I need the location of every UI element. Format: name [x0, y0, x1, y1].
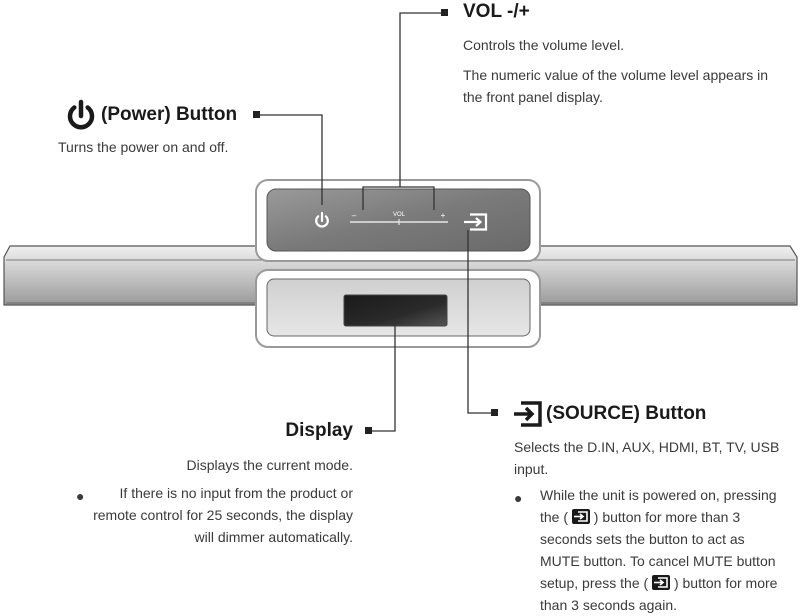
- source-bullet-line-2: the ( ) button for more than 3: [540, 506, 740, 528]
- source-bullet-line-2-a: the (: [540, 509, 569, 525]
- display-bullet-line-1: If there is no input from the product or: [119, 485, 353, 501]
- vol-desc-2a: The numeric value of the volume level ap…: [463, 67, 769, 83]
- source-bullet-dot: ●: [514, 490, 523, 506]
- display-bullet-dot: ●: [76, 488, 85, 504]
- power-desc: Turns the power on and off.: [58, 139, 229, 155]
- source-desc-2: input.: [514, 461, 549, 477]
- panel-source-icon[interactable]: [464, 213, 488, 231]
- source-desc-1: Selects the D.IN, AUX, HDMI, BT, TV, USB: [514, 439, 780, 455]
- panel-plus-label: +: [441, 211, 446, 220]
- vol-desc-2b: the front panel display.: [463, 89, 603, 105]
- source-title-icon: [513, 401, 543, 432]
- display-bullet-line-3: will dimmer automatically.: [194, 529, 353, 545]
- power-title-icon: [64, 99, 98, 138]
- panel-power-icon[interactable]: [315, 211, 329, 228]
- display-desc: Displays the current mode.: [186, 457, 353, 473]
- source-title: (SOURCE) Button: [546, 403, 707, 424]
- leader-lines: [260, 12, 495, 432]
- power-marker: [253, 111, 260, 118]
- source-bullet-line-2-b: ) button for more than 3: [593, 509, 741, 525]
- source-marker: [491, 409, 498, 416]
- source-bullet-line-5-a: setup, press the (: [540, 575, 649, 591]
- panel-volume-slider[interactable]: [350, 219, 448, 225]
- vol-marker: [441, 9, 448, 16]
- source-inline-icon: [571, 509, 590, 524]
- source-bullet-line-5: setup, press the ( ) button for more: [540, 572, 777, 594]
- panel-vol-label: VOL: [393, 212, 406, 218]
- source-bullet-line-1: While the unit is powered on, pressing: [540, 487, 777, 503]
- display-bullet-line-2: remote control for 25 seconds, the displ…: [93, 507, 353, 523]
- source-bullet-line-4: MUTE button. To cancel MUTE button: [540, 553, 776, 569]
- vol-desc-1: Controls the volume level.: [463, 37, 625, 53]
- source-bullet-line-5-b: ) button for more: [673, 575, 778, 591]
- source-bullet-line-6: than 3 seconds again.: [540, 597, 677, 613]
- panel-minus-label: –: [352, 211, 357, 220]
- display-marker: [365, 427, 372, 434]
- display-title: Display: [285, 420, 353, 441]
- source-bullet-line-3: seconds sets the button to act as: [540, 531, 745, 547]
- power-title: (Power) Button: [101, 104, 238, 125]
- vol-title: VOL -/+: [463, 1, 530, 22]
- source-inline-icon: [652, 575, 671, 590]
